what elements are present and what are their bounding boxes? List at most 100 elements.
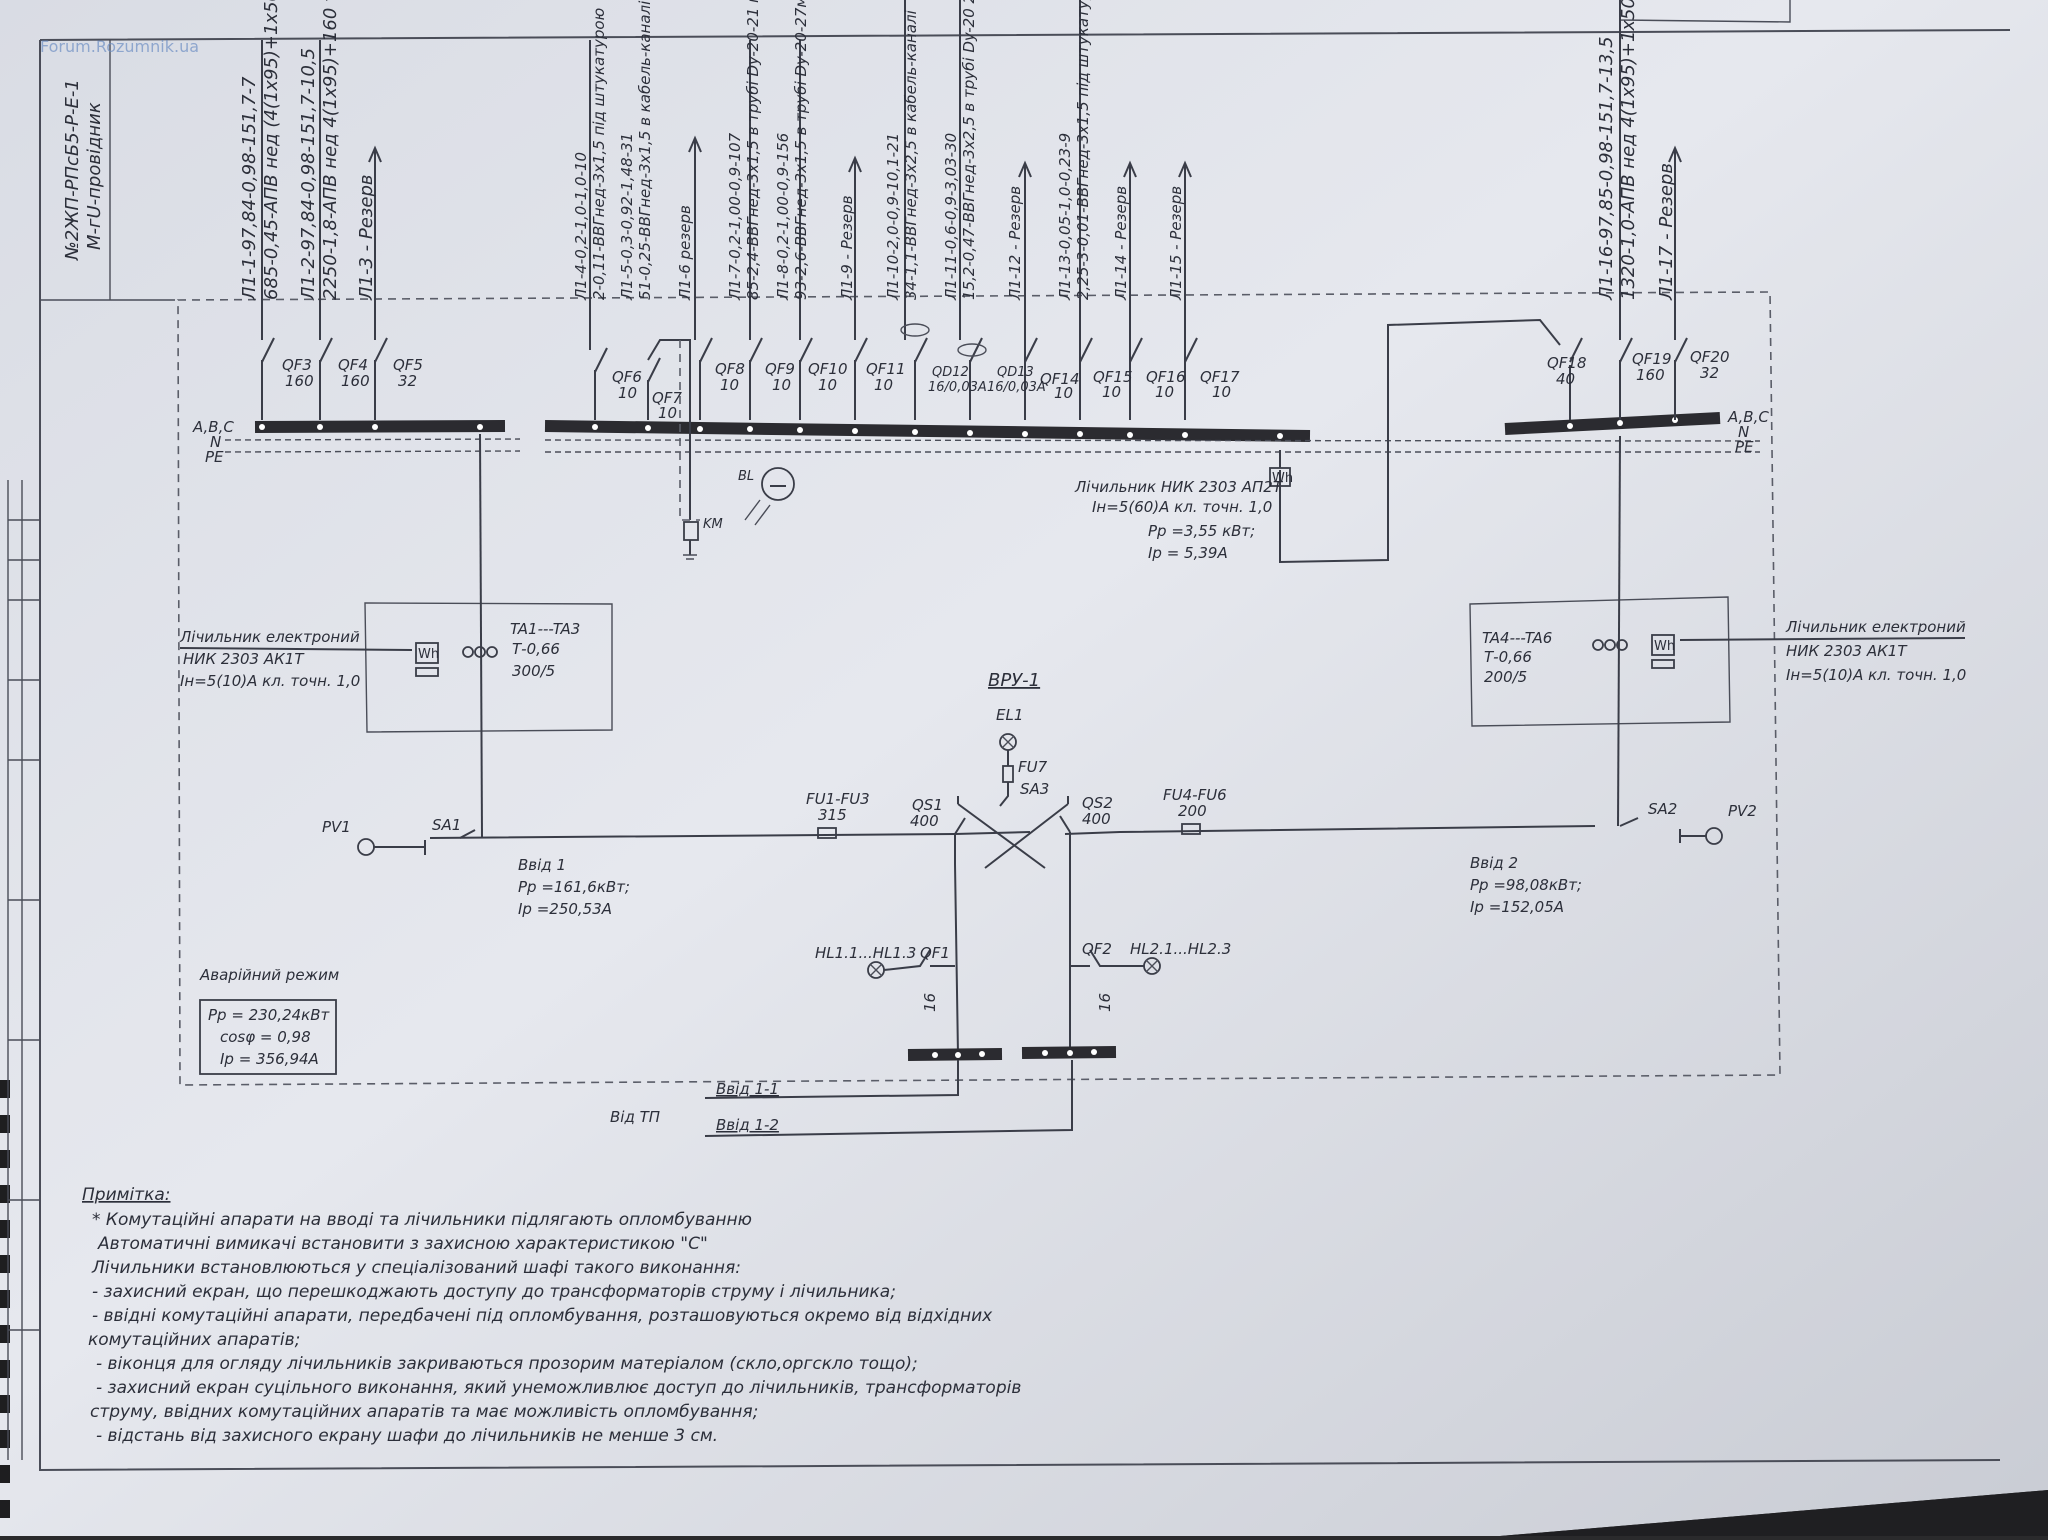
line-l1-13-cable: 2,25-3-0,01-ВВГнед-3х1,5 під штукатурою [1074, 0, 1092, 300]
sensor-km-label: KM [703, 517, 723, 532]
breaker-qf5-name: QF5 [393, 356, 423, 374]
line-l1-10-label: Л1-10-2,0-0,9-10,1-21 [884, 133, 902, 301]
qs1-rating: 400 [910, 812, 939, 830]
watermark: Forum.Rozumnik.ua [40, 37, 199, 56]
breaker-qf14-name: QF14 [1040, 370, 1080, 388]
svg-text:Лічильник електроний: Лічильник електроний [1785, 618, 1966, 636]
svg-text:Iн=5(10)А кл. точн. 1,0: Iн=5(10)А кл. точн. 1,0 [180, 672, 360, 690]
line-l1-5-cable: 51-0,25-ВВГнед-3х1,5 в кабель-каналі [636, 0, 654, 300]
note-line-3: Лічильники встановлюються у спеціалізова… [91, 1258, 741, 1278]
svg-text:Т-0,66: Т-0,66 [1484, 648, 1532, 666]
sensor-bl-label: BL [738, 469, 754, 484]
line-l1-8-label: Л1-8-0,2-1,00-0,9-156 [774, 133, 792, 301]
svg-text:Т-0,66: Т-0,66 [512, 640, 560, 658]
svg-text:Iн=5(60)А кл. точн. 1,0: Iн=5(60)А кл. точн. 1,0 [1092, 498, 1272, 516]
breaker-qf19-name: QF19 [1632, 350, 1672, 368]
svg-text:Iн=5(10)А кл. точн. 1,0: Iн=5(10)А кл. точн. 1,0 [1786, 666, 1966, 684]
breaker-qf15-name: QF15 [1093, 368, 1133, 386]
line-l1-5-label: Л1-5-0,3-0,92-1,48-31 [618, 133, 636, 301]
line-l1-12-label: Л1-12 - Резерв [1006, 186, 1024, 301]
panel-title: ВРУ-1 [988, 670, 1040, 691]
meter-mid: Wh Лічильник НИК 2303 АП2Т Iн=5(60)А кл.… [1074, 450, 1293, 562]
breaker-qf20-name: QF20 [1690, 348, 1730, 366]
svg-text:PE: PE [1735, 438, 1754, 456]
svg-text:Рр =3,55 кВт;: Рр =3,55 кВт; [1148, 522, 1255, 540]
fuses-right-name: FU4-FU6 [1163, 786, 1227, 804]
note-line-10: - відстань від захисного екрану шафи до … [96, 1426, 718, 1446]
breaker-qf3-name: QF3 [282, 356, 312, 374]
pv2-label: PV2 [1728, 802, 1757, 820]
svg-text:НИК 2303 АК1Т: НИК 2303 АК1Т [183, 650, 305, 668]
meter-right: Wh TA4---TA6 Т-0,66 200/5 Лічильник елек… [1469, 596, 1966, 727]
svg-text:НИК 2303 АК1Т: НИК 2303 АК1Т [1786, 642, 1908, 660]
bus-labels-left: A,B,C N PE [192, 418, 234, 466]
qf1-name: QF1 [920, 944, 950, 962]
hl-left-label: HL1.1...HL1.3 [815, 944, 916, 962]
title-block-line1: №2ЖП-РПсБ5-Р-Е-1 [62, 79, 83, 261]
fuses-left-rating: 315 [818, 806, 847, 824]
breaker-qf20-rating: 32 [1700, 364, 1719, 382]
line-l1-17-label: Л1-17 - Резерв [1656, 163, 1677, 301]
note-line-6: комутаційних апаратів; [88, 1330, 300, 1350]
meter-left: Wh Лічильник електроний НИК 2303 АК1Т Iн… [179, 602, 613, 733]
breaker-qf9-rating: 10 [772, 376, 791, 394]
busbar-left [224, 420, 521, 453]
svg-text:Ввід 1: Ввід 1 [518, 856, 566, 874]
svg-text:Wh: Wh [418, 647, 439, 662]
breaker-qf4-name: QF4 [338, 356, 368, 374]
breaker-qf4-rating: 160 [341, 372, 370, 390]
line-l1-2-label: Л1-2-97,84-0,98-151,7-10,5 [298, 48, 319, 301]
fuses-right-rating: 200 [1178, 802, 1207, 820]
line-l1-8-cable: 93-2,6-ВВГнед-3х1,5 в трубі Dy-20-27м [792, 0, 810, 300]
svg-text:N: N [210, 433, 221, 451]
fuses-left-name: FU1-FU3 [806, 790, 870, 808]
breaker-qf8-rating: 10 [720, 376, 739, 394]
note-line-1: * Комутаційні апарати на вводі та лічиль… [92, 1210, 752, 1230]
sa1-label: SA1 [432, 816, 461, 834]
title-block: №2ЖП-РПсБ5-Р-Е-1 М-гU-провідник [39, 40, 175, 301]
svg-text:PE: PE [205, 448, 224, 466]
line-l1-14-label: Л1-14 - Резерв [1112, 186, 1130, 301]
pv1-label: PV1 [322, 818, 351, 836]
qs1-name: QS1 [912, 796, 943, 814]
breaker-qf16-rating: 10 [1155, 383, 1174, 401]
line-l1-11-cable: 15,2-0,47-ВВГнед-3х2,5 в трубі Dy-20 23 … [960, 0, 978, 300]
note-line-8: - захисний екран суцільного виконання, я… [96, 1378, 1021, 1398]
meter-mid-icon: Wh [1272, 471, 1293, 486]
qs2-rating: 400 [1082, 810, 1111, 828]
note-line-2: Автоматичні вимикачі встановити з захисн… [97, 1234, 708, 1254]
svg-text:Рр = 230,24кВт: Рр = 230,24кВт [208, 1006, 331, 1024]
svg-text:Рр =161,6кВт;: Рр =161,6кВт; [518, 878, 630, 896]
outgoing-lines [261, 0, 1682, 564]
input2-data: Ввід 2 Рр =98,08кВт; Ір =152,05А [1470, 854, 1582, 916]
el1-label: EL1 [996, 706, 1023, 724]
svg-text:Ввід 2: Ввід 2 [1470, 854, 1518, 872]
breaker-qf19-rating: 160 [1636, 366, 1665, 384]
breaker-qf10-name: QF10 [808, 360, 848, 378]
note-line-9: струму, ввідних комутаційних апаратів та… [90, 1402, 758, 1422]
svg-text:Ір =250,53А: Ір =250,53А [518, 900, 612, 918]
line-l1-15-label: Л1-15 - Резерв [1167, 186, 1185, 301]
busbar-center [544, 420, 1761, 453]
breaker-qf9-name: QF9 [765, 360, 795, 378]
breaker-qd13-name: QD13 [997, 365, 1034, 380]
breaker-qf7-rating: 10 [658, 404, 677, 422]
line-l1-13-label: Л1-13-0,05-1,0-0,23-9 [1056, 133, 1074, 301]
svg-text:Аварійний режим: Аварійний режим [199, 966, 339, 984]
line-labels: Л1-1-97,84-0,98-151,7-7 685-0,45-АПВ нед… [239, 0, 1677, 301]
breaker-qf6-name: QF6 [612, 368, 642, 386]
qf2-rating: 16 [1096, 993, 1114, 1012]
sa3-label: SA3 [1020, 780, 1049, 798]
svg-text:TA1---TA3: TA1---TA3 [510, 620, 580, 638]
line-l1-4-cable: 2-0,11-ВВГнед-3х1,5 під штукатурою [590, 8, 608, 300]
breaker-qf18-rating: 40 [1556, 370, 1575, 388]
hl-right-label: HL2.1...HL2.3 [1130, 940, 1231, 958]
line-l1-9-label: Л1-9 - Резерв [838, 195, 856, 301]
feeds: Ввід 1-1 Ввід 1-2 Від ТП [610, 1060, 1073, 1137]
breaker-qd12-rating: 16/0,03А [928, 380, 987, 395]
breaker-qf18-name: QF18 [1547, 354, 1587, 372]
fu7-label: FU7 [1018, 758, 1048, 776]
breaker-qf8-name: QF8 [715, 360, 745, 378]
riser-right [1617, 435, 1621, 827]
emergency-box: Аварійний режим Рр = 230,24кВт cosφ = 0,… [199, 966, 339, 1075]
